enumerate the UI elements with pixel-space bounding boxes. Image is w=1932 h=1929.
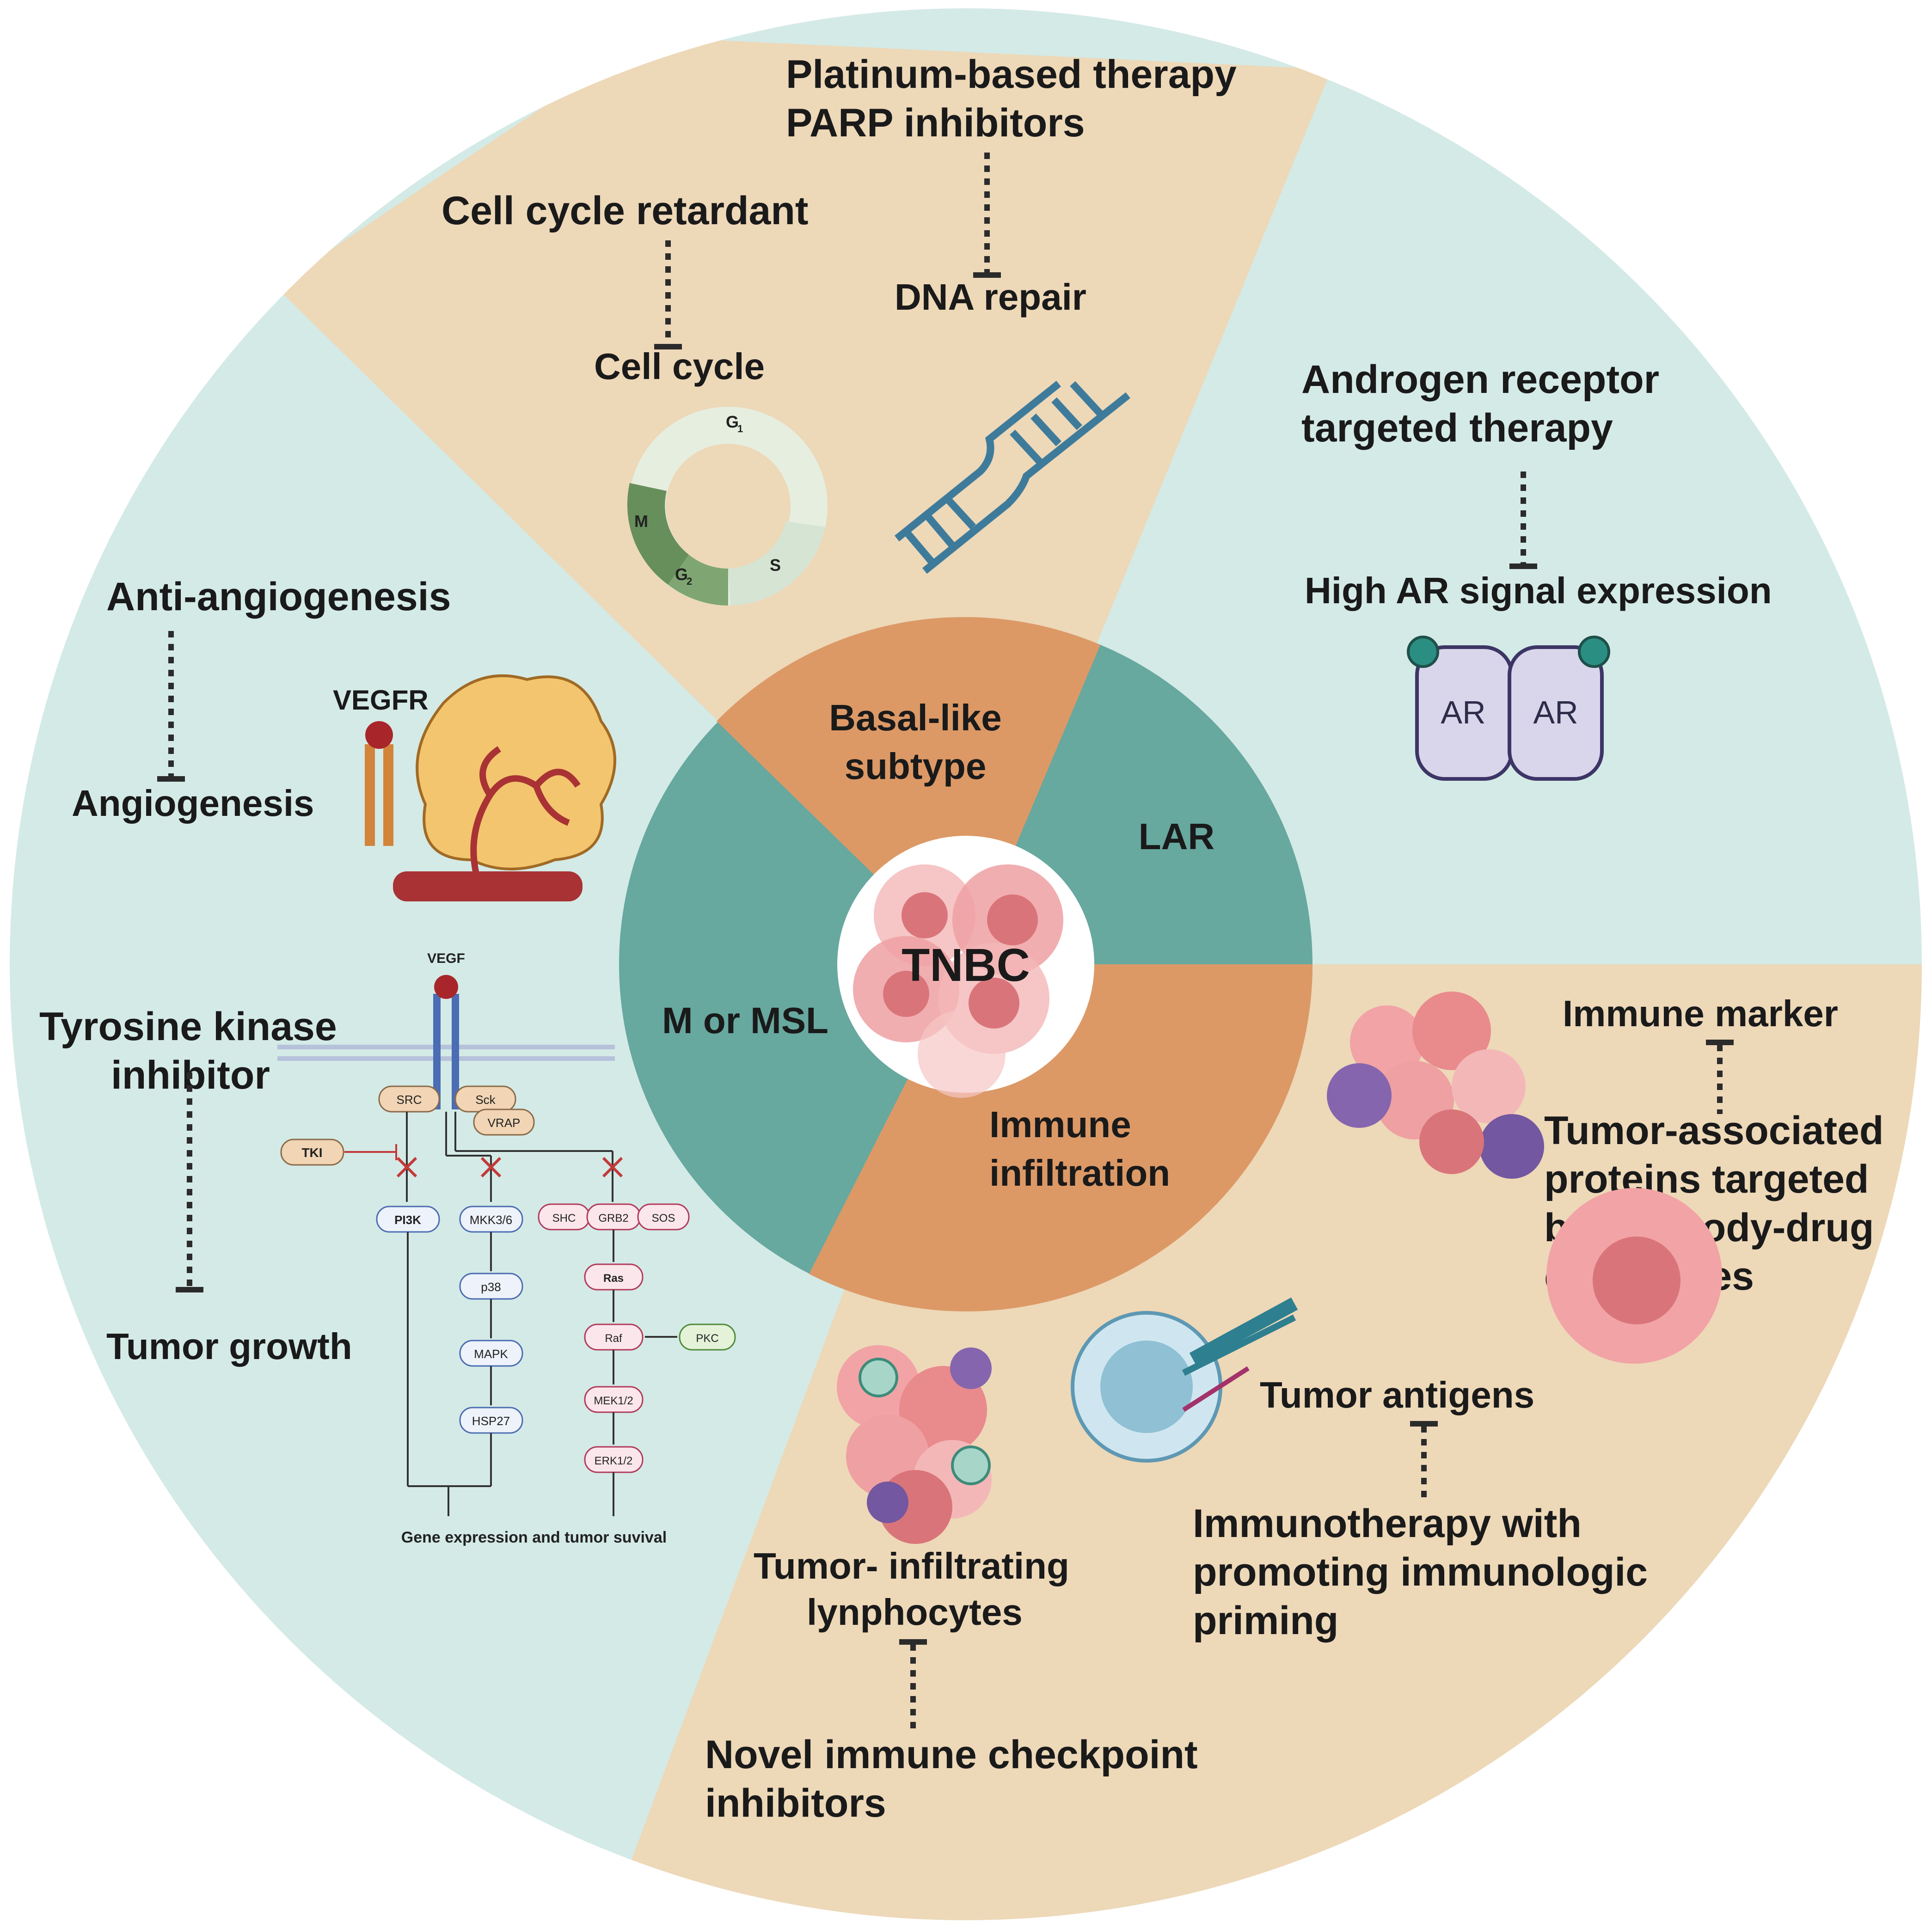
pw-src-node [378, 1085, 440, 1113]
tumor-growth-label: Tumor growth [106, 1326, 352, 1367]
ar-receptor-left-label: AR [1441, 694, 1485, 730]
outer-border [8, 6, 1924, 1922]
tnbc-label: TNBC [902, 939, 1030, 991]
pw-tki-label: TKI [301, 1145, 322, 1160]
ar-receptor-icon: AR AR [1407, 636, 1610, 781]
til-label-1: Tumor- infiltrating [754, 1545, 1069, 1586]
immunotherapy-label-2: promoting immunologic [1193, 1550, 1648, 1594]
ar-ligand-right [1578, 636, 1610, 668]
immunotherapy-label-3: priming [1193, 1598, 1338, 1643]
pw-outcome-label: Gene expression and tumor suvival [401, 1529, 667, 1546]
angiogenesis-label: Angiogenesis [72, 783, 314, 824]
pw-sos-label: SOS [652, 1212, 675, 1225]
ar-ligand-left [1407, 636, 1439, 668]
checkpoint-label-1: Novel immune checkpoint [705, 1733, 1198, 1777]
tumor-vessels [470, 746, 581, 875]
dna-helix-icon [894, 380, 1130, 574]
phase-g2-sub: 2 [687, 576, 692, 587]
vegf-pathway: VEGF SRC Sck VRAP TKI PI3K MKK3/6 p38 MA… [277, 951, 736, 1546]
immune-subtype-label-1: Immune [989, 1104, 1131, 1145]
pw-mapk-label: MAPK [474, 1347, 508, 1361]
pw-src-label: SRC [397, 1093, 422, 1107]
basal-subtype-label-2: subtype [845, 746, 987, 787]
tki-therapy-label-1: Tyrosine kinase [39, 1004, 337, 1049]
parp-label: PARP inhibitors [786, 101, 1085, 145]
phase-g1-sub: 1 [737, 423, 743, 435]
pw-mkk-label: MKK3/6 [470, 1213, 513, 1227]
tcell-antigen-icon [1071, 1188, 1722, 1463]
basal-subtype-label-1: Basal-like [829, 697, 1002, 738]
adc-label-1: Tumor-associated [1544, 1108, 1883, 1153]
pw-cross-pi3k [396, 1157, 417, 1178]
immune-subtype-label-2: infiltration [989, 1152, 1170, 1194]
ar-receptor-right [1508, 645, 1604, 781]
checkpoint-label-2: inhibitors [705, 1781, 886, 1825]
immunotherapy-label-1: Immunotherapy with [1193, 1501, 1582, 1546]
cell-cycle-label: Cell cycle [594, 346, 765, 387]
anti-angiogenesis-label: Anti-angiogenesis [106, 575, 451, 619]
pw-pkc-node [679, 1323, 736, 1351]
tumor-angiogenesis-icon [393, 674, 616, 901]
platinum-label: Platinum-based therapy [786, 52, 1237, 97]
pw-pkc-label: PKC [696, 1332, 718, 1345]
pw-cross-mkk [480, 1157, 502, 1178]
pw-vrap-node [473, 1108, 535, 1136]
tumor-cell [918, 1010, 1006, 1098]
lar-subtype-label: LAR [1139, 816, 1214, 857]
basal-subtype-wedge [717, 617, 1100, 964]
pw-vegf-label: VEGF [427, 951, 465, 966]
phase-s-label: S [770, 556, 781, 575]
ar-receptor-right-label: AR [1533, 694, 1578, 730]
phase-g2-label: G [675, 565, 688, 584]
adc-label-2: proteins targeted [1544, 1157, 1869, 1201]
dna-repair-label: DNA repair [895, 276, 1086, 318]
ar-target-label: High AR signal expression [1305, 570, 1772, 611]
tumor-nucleus [987, 894, 1038, 945]
pw-pi3k-label: PI3K [394, 1213, 421, 1227]
immune-tumor-cluster-icon [1327, 992, 1544, 1179]
blood-vessel [393, 871, 583, 901]
pw-grb2-label: GRB2 [598, 1212, 628, 1225]
pw-erk-label: ERK1/2 [595, 1455, 633, 1467]
pw-raf-label: Raf [605, 1332, 622, 1345]
til-cluster-icon [837, 1345, 992, 1544]
pw-mek-label: MEK1/2 [594, 1395, 633, 1407]
vegf-ligand [365, 721, 393, 749]
pw-shc-label: SHC [552, 1212, 576, 1225]
cycle-s-arc [728, 521, 825, 606]
ar-therapy-label-2: targeted therapy [1301, 406, 1613, 450]
immune-marker-label: Immune marker [1563, 993, 1838, 1034]
tnbc-tumor-cluster [853, 864, 1063, 1098]
vegfr-label: VEGFR [333, 685, 429, 716]
phase-g1-label: G [726, 412, 739, 431]
tumor-nucleus [969, 978, 1019, 1029]
pw-sck-label: Sck [475, 1093, 496, 1107]
tumor-nucleus [902, 892, 948, 938]
vegfr-receptor-icon [365, 721, 393, 846]
cell-cycle-ring: G 1 S G 2 M [627, 407, 828, 606]
pw-vrap-label: VRAP [488, 1116, 521, 1130]
pw-hsp27-label: HSP27 [472, 1414, 510, 1428]
til-label-2: lynphocytes [807, 1592, 1023, 1633]
pw-tki-node [280, 1139, 344, 1166]
cell-cycle-retardant-label: Cell cycle retardant [442, 189, 808, 233]
tumor-mass [416, 674, 616, 870]
ar-therapy-label-1: Androgen receptor [1301, 357, 1659, 402]
phase-m-label: M [634, 512, 648, 531]
cycle-m-arc [627, 483, 689, 585]
pw-sos-node [637, 1203, 690, 1231]
msl-subtype-label: M or MSL [662, 1000, 828, 1041]
pw-vegf-ligand [434, 975, 458, 999]
pw-ras-label: Ras [603, 1272, 624, 1285]
pw-cross-grb2 [602, 1157, 623, 1178]
tumor-nucleus [883, 971, 929, 1017]
cycle-g2-arc [668, 555, 728, 606]
pw-p38-label: p38 [481, 1280, 501, 1294]
tumor-antigens-label: Tumor antigens [1260, 1374, 1534, 1415]
